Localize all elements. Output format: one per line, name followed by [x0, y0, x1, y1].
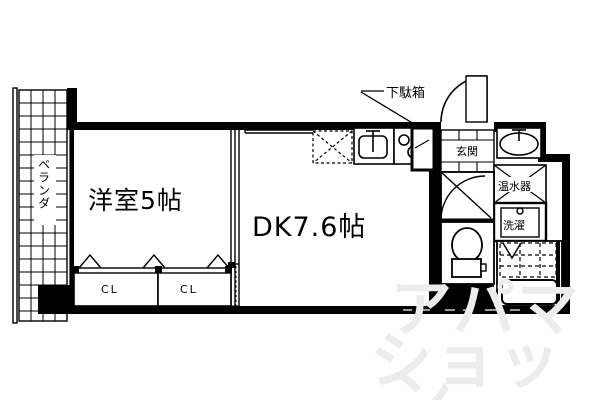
kitchen-counter: [244, 127, 431, 165]
entrance-tile-grid: [441, 130, 494, 172]
room-label-bedroom: 洋室5帖: [88, 186, 183, 215]
fixture-label-washer: 洗濯: [503, 219, 525, 232]
room-label-entrance: 玄関: [456, 145, 478, 158]
toilet-tank-icon: [451, 258, 482, 278]
entrance-area: [440, 75, 495, 173]
bath-door-mark: [502, 242, 522, 260]
balcony-area: [12, 87, 68, 324]
washer-knob-icon: [516, 207, 524, 215]
refrigerator-space-icon: [312, 130, 353, 164]
bathroom-area: [496, 240, 563, 307]
toilet-threshold: [441, 284, 494, 306]
water-heater-unit: [493, 164, 547, 204]
closet-group: [72, 253, 232, 307]
toilet-bowl-icon: [451, 227, 483, 263]
shoe-cabinet-callout-leader: [360, 90, 420, 128]
stove-burner-icon: [398, 134, 410, 146]
washer-unit: [492, 201, 548, 243]
bathtub-icon: [501, 279, 558, 305]
shoe-cabinet: [410, 126, 436, 172]
closet-hanger-marks: [78, 253, 230, 269]
structural-walls: [38, 88, 570, 314]
room-label-dk: DK7.6帖: [252, 212, 367, 243]
room-label-balcony: ベランダ: [36, 158, 51, 210]
callout-label-shoe-cabinet: 下駄箱: [386, 86, 426, 101]
toilet-fixture: [440, 221, 495, 285]
toilet-door-swing: [440, 171, 495, 222]
closet-label-left: CL: [101, 283, 119, 296]
fixture-label-water-heater: 温水器: [498, 180, 531, 193]
washbasin-area: [496, 127, 542, 159]
closet-label-right: CL: [180, 283, 198, 296]
